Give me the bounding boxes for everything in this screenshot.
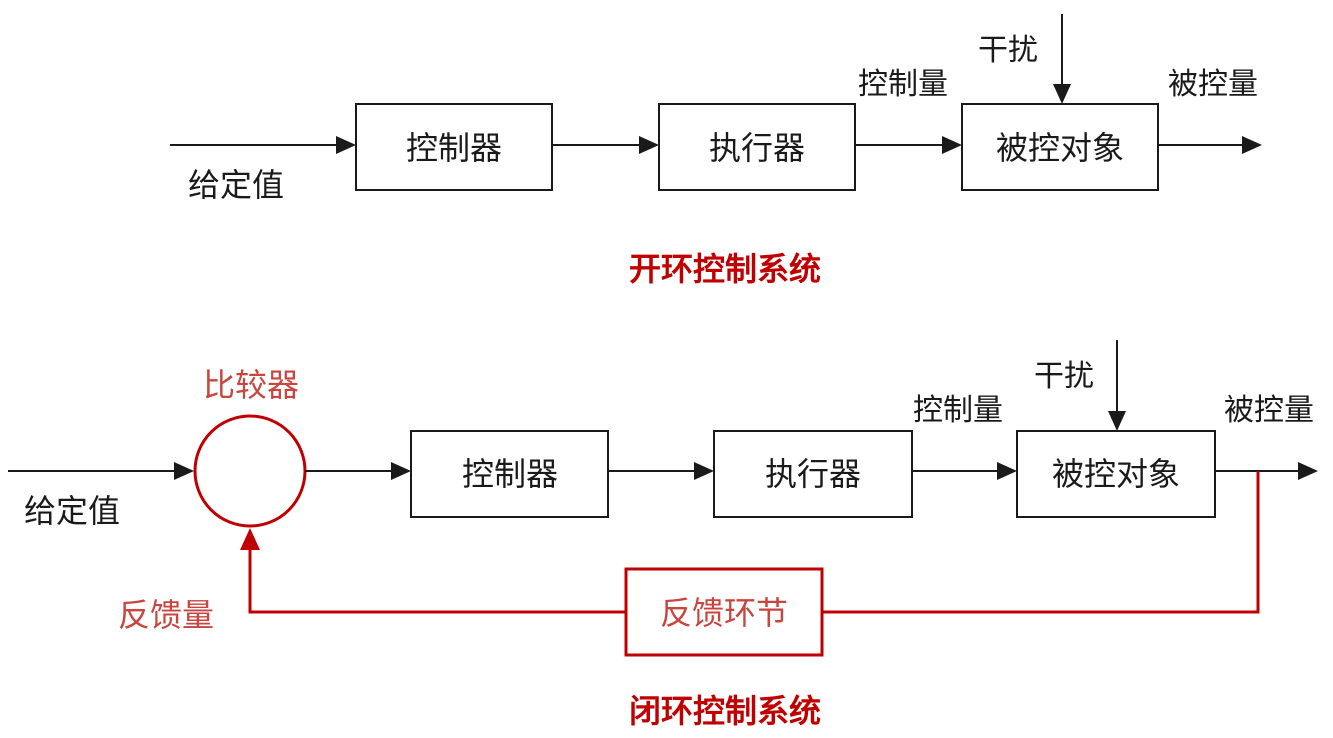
feedback-element-label: 反馈环节 bbox=[660, 594, 788, 632]
open-loop-diagram: 给定值 控制器 执行器 控制量 干扰 被控对象 被控量 开环控制系统 bbox=[170, 14, 1262, 288]
open-control-signal-label: 控制量 bbox=[858, 67, 948, 102]
open-actuator-block bbox=[658, 103, 856, 191]
open-output-head bbox=[1242, 136, 1262, 154]
open-plant-block bbox=[961, 103, 1159, 191]
closed-loop-caption: 闭环控制系统 bbox=[629, 692, 821, 730]
closed-input-arrow-head bbox=[174, 462, 194, 480]
feedback-arrow-head bbox=[240, 528, 260, 550]
closed-output-label: 被控量 bbox=[1224, 393, 1314, 428]
closed-controller-block bbox=[410, 430, 609, 518]
closed-disturbance-label: 干扰 bbox=[1034, 359, 1094, 394]
closed-disturbance-head bbox=[1108, 411, 1126, 431]
comparator-circle bbox=[193, 414, 307, 528]
open-disturbance-label: 干扰 bbox=[978, 33, 1038, 68]
open-actuator-to-plant-head bbox=[942, 136, 962, 154]
closed-actuator-block bbox=[713, 430, 913, 518]
closed-loop-diagram: 给定值 比较器 控制器 执行器 控制量 干扰 被控对象 被控量 bbox=[8, 340, 1318, 730]
feedback-signal-label: 反馈量 bbox=[118, 596, 214, 634]
open-disturbance-head bbox=[1053, 84, 1071, 104]
open-plant-label: 被控对象 bbox=[996, 129, 1124, 167]
closed-plant-block bbox=[1016, 430, 1216, 518]
open-actuator-label: 执行器 bbox=[709, 129, 805, 167]
feedback-path-left bbox=[248, 548, 626, 614]
open-input-label: 给定值 bbox=[188, 166, 284, 204]
closed-control-signal-label: 控制量 bbox=[913, 393, 1003, 428]
closed-input-label: 给定值 bbox=[24, 492, 120, 530]
closed-controller-to-actuator-head bbox=[694, 462, 714, 480]
open-controller-to-actuator-head bbox=[639, 136, 659, 154]
open-output-label: 被控量 bbox=[1168, 67, 1258, 102]
open-controller-block bbox=[355, 103, 553, 191]
feedback-element-block bbox=[624, 567, 824, 657]
closed-controller-label: 控制器 bbox=[462, 455, 558, 493]
open-controller-label: 控制器 bbox=[406, 129, 502, 167]
closed-actuator-to-plant-head bbox=[997, 462, 1017, 480]
closed-comparator-to-controller-head bbox=[391, 462, 411, 480]
closed-output-head bbox=[1298, 462, 1318, 480]
open-loop-caption: 开环控制系统 bbox=[629, 250, 821, 288]
open-input-arrow-head bbox=[336, 136, 356, 154]
comparator-label: 比较器 bbox=[203, 366, 299, 404]
closed-actuator-label: 执行器 bbox=[765, 455, 861, 493]
closed-plant-label: 被控对象 bbox=[1052, 455, 1180, 493]
feedback-path-right bbox=[822, 471, 1260, 614]
